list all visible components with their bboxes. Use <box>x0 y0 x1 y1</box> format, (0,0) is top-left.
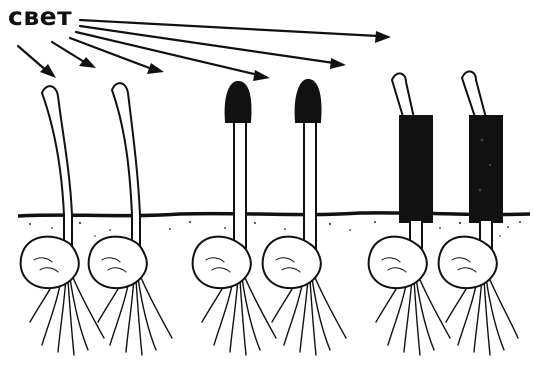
stem-sleeve-6 <box>470 116 502 222</box>
seed-2 <box>89 237 147 289</box>
seedling-2 <box>89 83 172 355</box>
tip-cap-4 <box>296 80 321 122</box>
seedling-3 <box>193 82 276 355</box>
soil-surface <box>18 213 530 237</box>
seed-6 <box>439 237 497 289</box>
stem-sleeve-5 <box>400 116 432 222</box>
light-arrow-6 <box>80 20 391 43</box>
seed-4 <box>263 237 321 289</box>
seed-1 <box>21 237 79 289</box>
light-arrow-1 <box>18 46 56 78</box>
seedling-4 <box>263 80 346 355</box>
tip-cap-3 <box>226 82 251 122</box>
light-arrow-3 <box>70 38 164 74</box>
light-arrows <box>18 20 391 81</box>
seed-3 <box>193 237 251 289</box>
soil-dots <box>29 221 521 237</box>
seed-5 <box>369 237 427 289</box>
seedling-1 <box>21 86 104 355</box>
